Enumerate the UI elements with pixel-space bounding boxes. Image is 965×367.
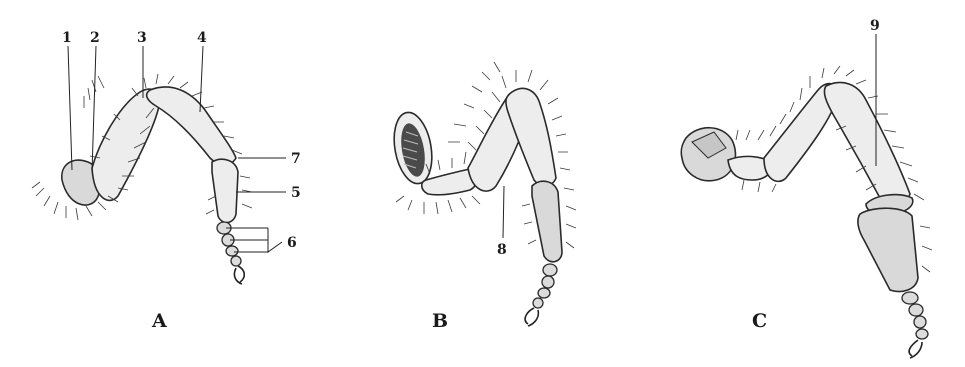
leg-a-tibia [147,87,236,165]
leader-1 [68,46,72,170]
leg-b-claw [525,308,538,326]
callout-1: 1 [62,30,72,46]
leg-b-tarsus-1 [543,264,557,276]
callout-7: 7 [291,151,301,167]
callout-9: 9 [870,18,880,34]
leg-b [389,62,576,326]
callout-3: 3 [137,30,147,46]
leg-b-tarsus-2 [542,276,554,288]
leg-a-tarsus-4 [231,256,241,266]
callout-5: 5 [291,185,301,201]
leg-b-tarsus-4 [533,298,543,308]
panel-label-c: C [752,310,767,332]
leg-c-tibia [824,82,910,204]
leg-c-claw [909,340,922,358]
panel-label-b: B [432,310,448,332]
callout-2: 2 [90,30,100,46]
leader-4 [200,46,203,112]
callout-8: 8 [497,242,507,258]
leg-b-tarsus-3 [538,288,550,298]
leg-c-tarsus-4 [916,329,928,339]
leg-a-femur [92,89,160,200]
leg-a-tarsus-3 [226,246,238,256]
leg-c-tarsus-1 [902,292,918,304]
callout-4: 4 [197,30,207,46]
leg-c-tarsus-2 [909,304,923,316]
leg-c-basitarsus [858,208,918,291]
leg-a-claw [234,266,244,284]
callout-6: 6 [287,235,297,251]
leg-a-basitarsus [212,159,238,222]
leader-2 [92,46,96,172]
leg-c-tarsus-3 [914,316,926,328]
panel-label-a: A [151,310,167,332]
leg-a [32,74,252,284]
leg-c [681,66,932,358]
leg-b-basitarsus [532,181,562,262]
leader-8 [503,186,504,238]
